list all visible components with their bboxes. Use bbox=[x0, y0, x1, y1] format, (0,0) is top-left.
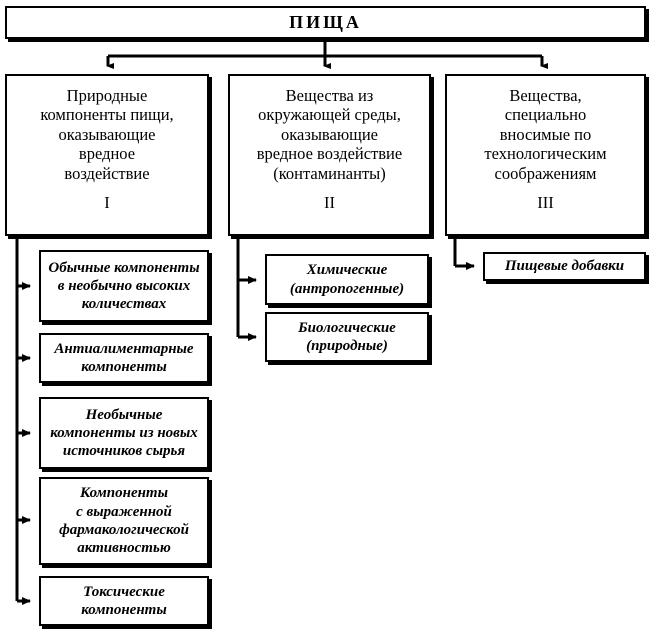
leaf-node-label: Необычные компоненты из новых источников… bbox=[50, 406, 198, 460]
main-node-label: Вещества из окружающей среды, оказывающи… bbox=[256, 86, 403, 183]
root-node-food[interactable]: ПИЩА bbox=[5, 6, 646, 39]
column-3-connectors bbox=[453, 237, 475, 270]
leaf-node-label: Химические (антропогенные) bbox=[289, 262, 405, 297]
column-2-connectors bbox=[236, 237, 257, 341]
leaf-node-usual-components-high-amounts[interactable]: Обычные компоненты в необычно высоких ко… bbox=[39, 250, 209, 322]
leaf-node-food-additives[interactable]: Пищевые добавки bbox=[483, 252, 646, 281]
leaf-node-label: Обычные компоненты в необычно высоких ко… bbox=[48, 259, 200, 313]
column-1-connectors bbox=[15, 237, 31, 605]
leaf-node-unusual-components-new-sources[interactable]: Необычные компоненты из новых источников… bbox=[39, 397, 209, 469]
leaf-node-biological-natural[interactable]: Биологические (природные) bbox=[265, 312, 429, 362]
leaf-node-antinutritional-components[interactable]: Антиалиментарные компоненты bbox=[39, 333, 209, 383]
main-node-technological-additives[interactable]: Вещества, специально вносимые по техноло… bbox=[445, 74, 646, 236]
leaf-node-toxic-components[interactable]: Токсические компоненты bbox=[39, 576, 209, 626]
leaf-node-label: Компоненты с выраженной фармакологическо… bbox=[59, 485, 189, 557]
leaf-node-chemical-anthropogenic[interactable]: Химические (антропогенные) bbox=[265, 254, 429, 305]
main-node-environmental-substances[interactable]: Вещества из окружающей среды, оказывающи… bbox=[228, 74, 431, 236]
main-node-numeral: I bbox=[104, 193, 110, 213]
leaf-node-pharmacologically-active-components[interactable]: Компоненты с выраженной фармакологическо… bbox=[39, 477, 209, 565]
main-node-label: Вещества, специально вносимые по техноло… bbox=[484, 86, 607, 183]
main-node-natural-components[interactable]: Природные компоненты пищи, оказывающие в… bbox=[5, 74, 209, 236]
main-node-label: Природные компоненты пищи, оказывающие в… bbox=[40, 86, 174, 183]
leaf-node-label: Биологические (природные) bbox=[298, 319, 396, 354]
root-to-main-connectors bbox=[106, 41, 548, 69]
root-node-label: ПИЩА bbox=[289, 11, 362, 32]
leaf-node-label: Антиалиментарные компоненты bbox=[54, 340, 194, 375]
main-node-numeral: II bbox=[324, 193, 335, 213]
main-node-numeral: III bbox=[537, 193, 554, 213]
leaf-node-label: Токсические компоненты bbox=[81, 583, 167, 618]
leaf-node-label: Пищевые добавки bbox=[504, 258, 625, 275]
